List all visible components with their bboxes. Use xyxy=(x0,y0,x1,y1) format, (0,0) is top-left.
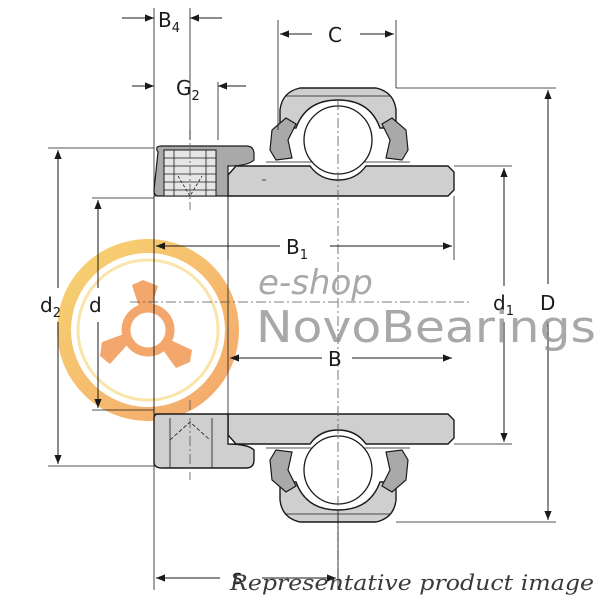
label-b1: B1 xyxy=(286,235,308,263)
label-b: B xyxy=(328,347,342,371)
watermark-brand: NovoBearings xyxy=(256,302,596,353)
extension-lines xyxy=(48,8,556,590)
label-s: s xyxy=(232,565,242,589)
label-d2: d2 xyxy=(40,293,61,321)
label-g2: G2 xyxy=(176,76,200,104)
inner-ring-top xyxy=(227,165,455,197)
label-d1: d1 xyxy=(493,291,514,319)
label-d: d xyxy=(89,293,102,317)
brand-logo xyxy=(57,239,239,421)
label-b4: B4 xyxy=(158,8,180,36)
seal-bottom xyxy=(266,447,410,493)
label-D: D xyxy=(540,291,555,315)
center-lines xyxy=(130,100,470,590)
footer-caption: Representative product image xyxy=(229,571,594,595)
watermark-eshop: e-shop xyxy=(258,263,373,303)
label-c: C xyxy=(328,23,342,47)
